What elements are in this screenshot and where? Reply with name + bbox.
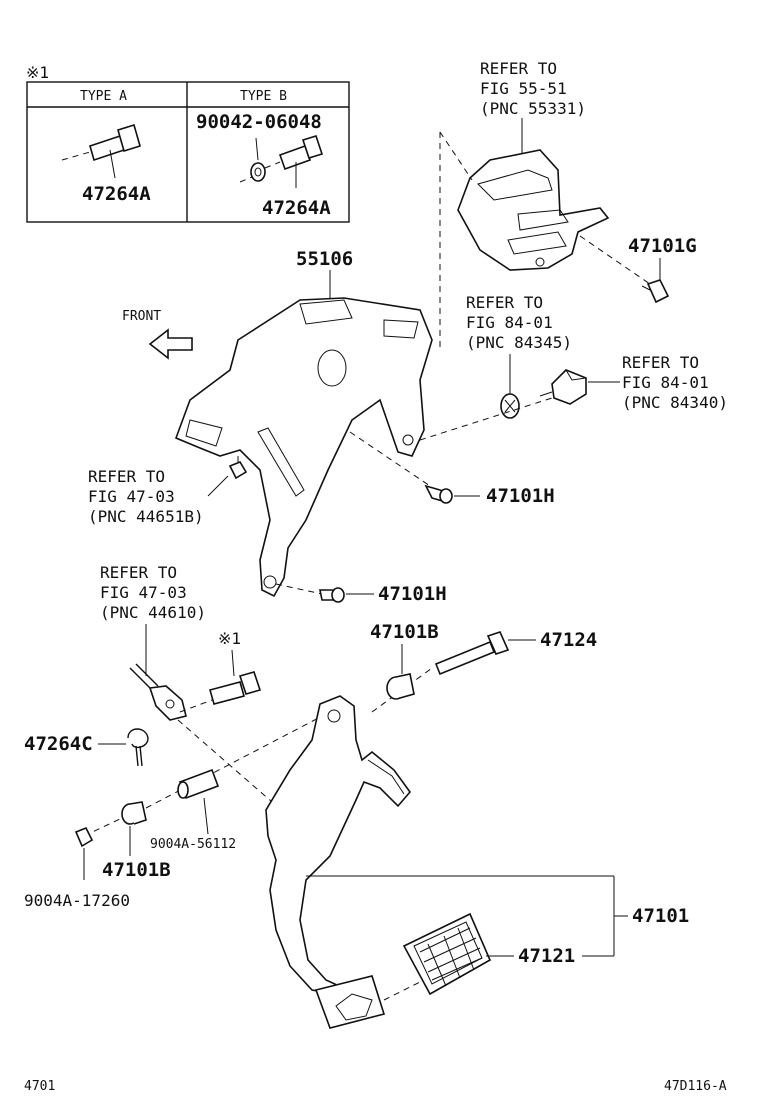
type-inset-table: ※1 TYPE A TYPE B 47264A 90042-06048 472 xyxy=(26,63,350,223)
type-b-washer-number: 90042-06048 xyxy=(196,111,322,133)
ref-84-01b-line1: REFER TO xyxy=(622,353,699,372)
ref-55-51-line2: FIG 55-51 xyxy=(480,79,567,98)
part-55106: 55106 xyxy=(296,248,353,270)
ref-47-03b-line1: REFER TO xyxy=(100,563,177,582)
part-47121: 47121 xyxy=(518,945,575,967)
ref-55-51-line1: REFER TO xyxy=(480,59,557,78)
type-a-pin-icon xyxy=(61,123,141,179)
type-a-part-number: 47264A xyxy=(82,183,151,205)
ref-47-03a-line3: (PNC 44651B) xyxy=(88,507,204,526)
bushing-47101b-upper-icon xyxy=(386,673,415,700)
brake-pedal-arm-47101-icon xyxy=(265,695,412,1029)
pedal-bracket-55106-icon xyxy=(174,297,433,598)
part-9004a-17260: 9004A-17260 xyxy=(24,891,130,910)
type-b-washer-icon xyxy=(239,137,266,183)
ref-84-01b-line2: FIG 84-01 xyxy=(622,373,709,392)
ref-47-03b-line2: FIG 47-03 xyxy=(100,583,187,602)
part-9004a-56112: 9004A-56112 xyxy=(150,837,236,852)
ref-84-01a-line2: FIG 84-01 xyxy=(466,313,553,332)
ref-55-51-line3: (PNC 55331) xyxy=(480,99,586,118)
ref-fig-47-03-a: REFER TO FIG 47-03 (PNC 44651B) xyxy=(88,467,229,526)
bolt-47101h-lower-icon xyxy=(319,587,345,603)
type-b-pin-icon xyxy=(264,135,324,188)
part-47101: 47101 xyxy=(632,905,689,927)
bolt-47124-icon xyxy=(434,631,510,676)
ref-84-01b-line3: (PNC 84340) xyxy=(622,393,728,412)
ref-47-03a-line2: FIG 47-03 xyxy=(88,487,175,506)
clip-84345-icon xyxy=(500,393,520,419)
pedal-pad-47121-icon xyxy=(402,912,492,996)
ref-fig-55-51: REFER TO FIG 55-51 (PNC 55331) xyxy=(480,59,586,158)
ref-84-01a-line3: (PNC 84345) xyxy=(466,333,572,352)
collar-9004a-56112-icon xyxy=(177,768,220,800)
part-47101h-lower: 47101H xyxy=(378,583,447,605)
nut-44651b-icon xyxy=(228,452,248,480)
ref-84-01a-line1: REFER TO xyxy=(466,293,543,312)
type-b-header: TYPE B xyxy=(240,89,287,104)
part-47101g: 47101G xyxy=(628,235,697,257)
bolt-47101g-icon xyxy=(641,279,670,304)
inset-note-mark: ※1 xyxy=(26,63,49,82)
part-47101b-upper: 47101B xyxy=(370,621,439,643)
ref-fig-84-01-a: REFER TO FIG 84-01 (PNC 84345) xyxy=(466,293,572,396)
duct-bracket-icon xyxy=(457,149,610,271)
part-47124: 47124 xyxy=(540,629,597,651)
bushing-47101b-lower-icon xyxy=(121,801,147,825)
type-b-part-number: 47264A xyxy=(262,197,331,219)
nut-9004a-17260-icon xyxy=(74,826,94,848)
part-47101h-upper: 47101H xyxy=(486,485,555,507)
part-47264c: 47264C xyxy=(24,733,93,755)
push-rod-clevis-icon xyxy=(129,663,187,721)
clip-47264c-icon xyxy=(127,728,149,767)
ref-47-03b-line3: (PNC 44610) xyxy=(100,603,206,622)
drawing-id: 47D116-A xyxy=(664,1079,727,1094)
ref-fig-84-01-b: REFER TO FIG 84-01 (PNC 84340) xyxy=(588,353,728,412)
front-label: FRONT xyxy=(122,309,161,324)
note-mark-pin: ※1 xyxy=(218,629,241,648)
page-code: 4701 xyxy=(24,1079,55,1094)
pin-note1-icon xyxy=(209,671,262,705)
bolt-47101h-upper-icon xyxy=(424,484,453,504)
stop-switch-84340-icon xyxy=(539,369,587,405)
ref-47-03a-line1: REFER TO xyxy=(88,467,165,486)
part-47101b-lower: 47101B xyxy=(102,859,171,881)
front-arrow-icon xyxy=(148,328,193,360)
ref-fig-47-03-b: REFER TO FIG 47-03 (PNC 44610) xyxy=(100,563,206,676)
type-a-header: TYPE A xyxy=(80,89,127,104)
